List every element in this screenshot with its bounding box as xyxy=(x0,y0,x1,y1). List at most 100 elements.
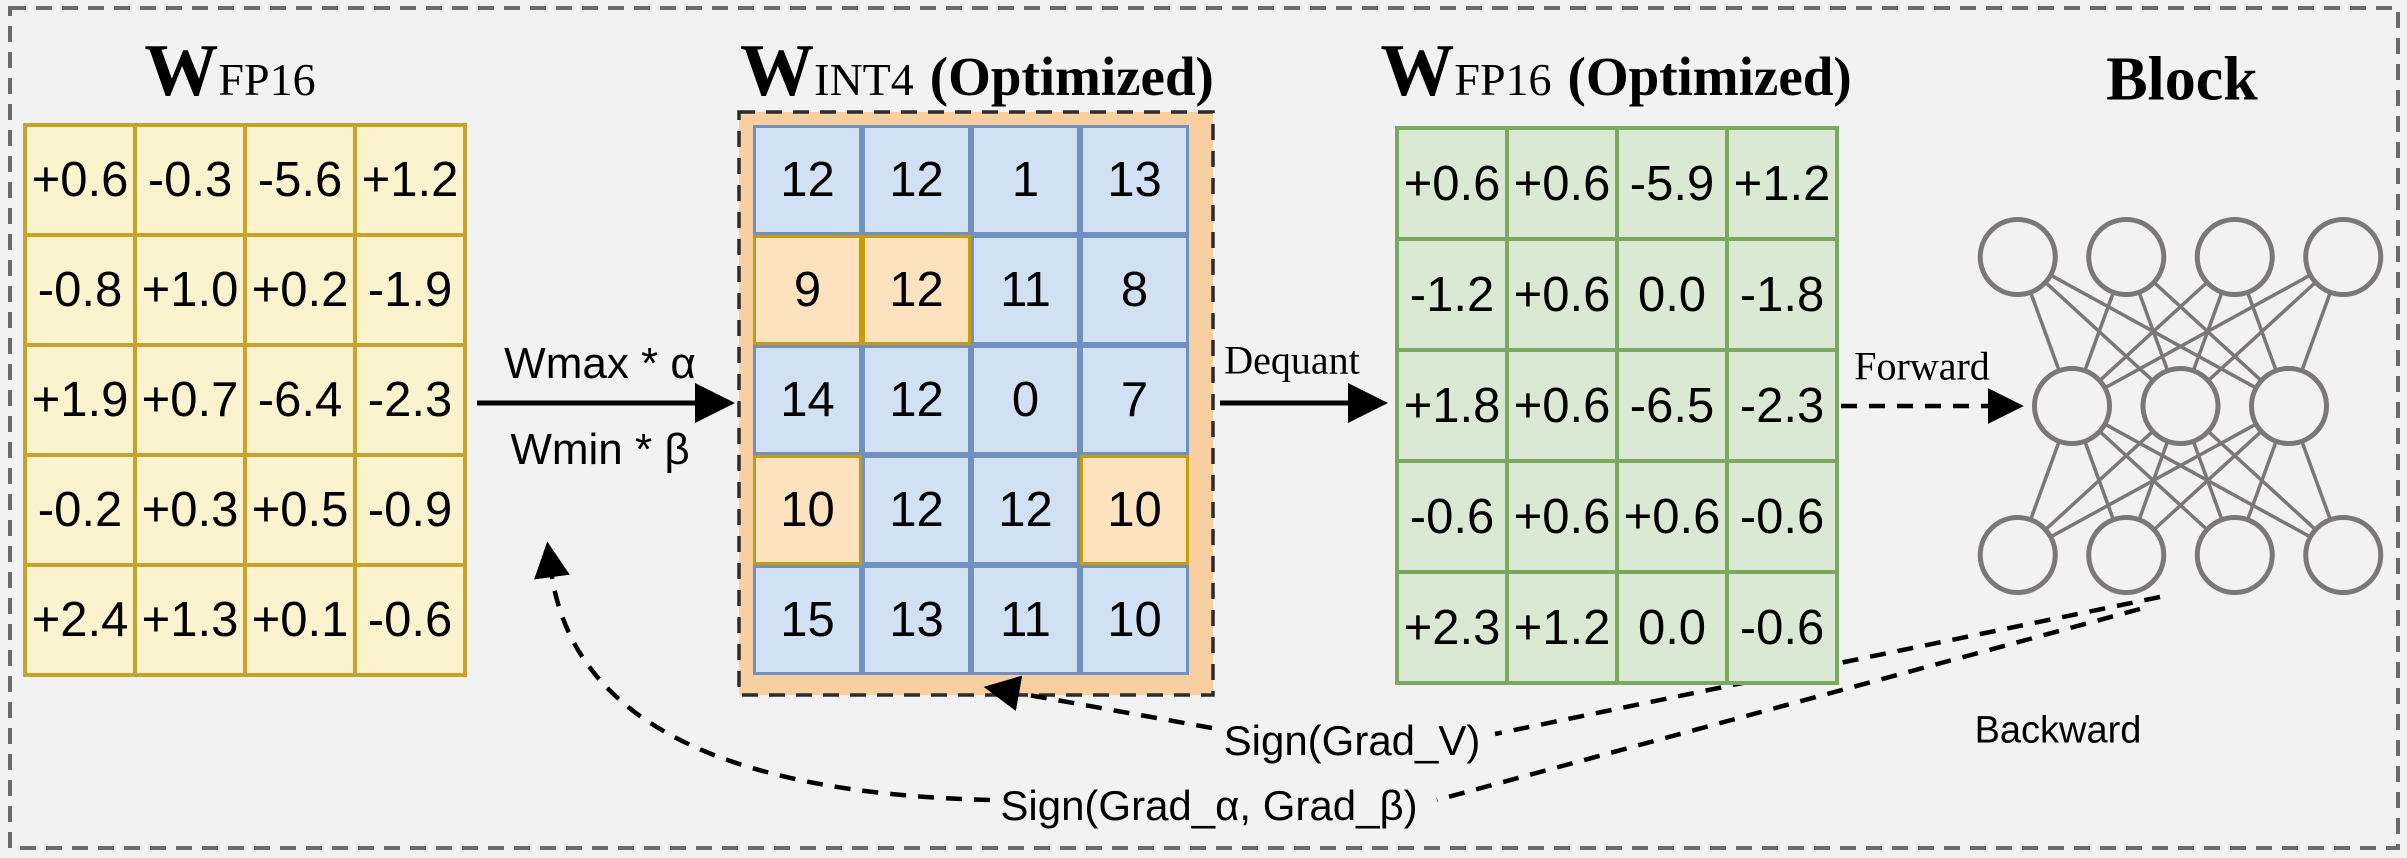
matrix-cell-fp16_opt-r2c0: +1.8 xyxy=(1397,350,1507,461)
neural-network-block xyxy=(1977,217,2384,595)
matrix-cell-fp16_opt-r3c2: +0.6 xyxy=(1617,461,1727,572)
wmax-alpha-label: Wmax * α xyxy=(504,339,696,388)
network-node-l2n2 xyxy=(2194,515,2275,595)
matrix-cell-fp16-r1c2: +0.2 xyxy=(245,235,355,345)
matrix-cell-fp16_opt-r3c3: -0.6 xyxy=(1727,461,1837,572)
matrix-cell-fp16-r0c2: -5.6 xyxy=(245,125,355,235)
matrix-cell-int4-r3c1: 12 xyxy=(862,455,971,565)
matrix-cell-int4-r4c1: 13 xyxy=(862,565,971,675)
backward-line-gradab xyxy=(1436,606,2141,803)
title-suffix: (Optimized) xyxy=(1567,46,1852,107)
gradab-arrow xyxy=(534,541,991,803)
network-node-l2n1 xyxy=(2086,515,2167,595)
block-title: Block xyxy=(2106,45,2258,114)
matrix-cell-fp16_opt-r0c1: +0.6 xyxy=(1507,128,1617,239)
matrix-cell-fp16_opt-r4c1: +1.2 xyxy=(1507,572,1617,683)
matrix-cell-fp16_opt-r0c3: +1.2 xyxy=(1727,128,1837,239)
matrix-cell-fp16_opt-r2c1: +0.6 xyxy=(1507,350,1617,461)
matrix-cell-fp16-r0c1: -0.3 xyxy=(135,125,245,235)
gradv-arrow xyxy=(983,675,1213,731)
matrix-cell-fp16_opt-r2c3: -2.3 xyxy=(1727,350,1837,461)
matrix-cell-fp16-r4c3: -0.6 xyxy=(355,565,465,675)
forward-label: Forward xyxy=(1854,343,1990,389)
matrix-cell-fp16-r4c0: +2.4 xyxy=(25,565,135,675)
matrix-cell-fp16-r0c3: +1.2 xyxy=(355,125,465,235)
matrix-cell-fp16_opt-r0c0: +0.6 xyxy=(1397,128,1507,239)
backward-label: Backward xyxy=(1974,709,2142,752)
matrix-cell-fp16-r1c0: -0.8 xyxy=(25,235,135,345)
matrix-cell-fp16_opt-r4c3: -0.6 xyxy=(1727,572,1837,683)
matrix-cell-fp16_opt-r3c0: -0.6 xyxy=(1397,461,1507,572)
matrix-cell-fp16-r3c1: +0.3 xyxy=(135,455,245,565)
network-node-l0n1 xyxy=(2086,217,2167,297)
matrix-cell-fp16_opt-r0c2: -5.9 xyxy=(1617,128,1727,239)
matrix-cell-fp16_opt-r1c0: -1.2 xyxy=(1397,239,1507,350)
matrix-cell-fp16-r3c3: -0.9 xyxy=(355,455,465,565)
matrix-cell-fp16-r4c2: +0.1 xyxy=(245,565,355,675)
matrix-cell-fp16-r2c0: +1.9 xyxy=(25,345,135,455)
matrix-cell-fp16-r2c3: -2.3 xyxy=(355,345,465,455)
title-suffix: (Optimized) xyxy=(929,46,1214,107)
matrix-cell-fp16_opt-r3c1: +0.6 xyxy=(1507,461,1617,572)
matrix-cell-int4-r3c3: 10 xyxy=(1080,455,1189,565)
wmin-beta-label: Wmin * β xyxy=(510,425,690,474)
dequant-label: Dequant xyxy=(1224,337,1360,383)
network-node-l2n3 xyxy=(2303,515,2384,595)
matrix-cell-int4-r1c2: 11 xyxy=(971,235,1080,345)
title-main: W xyxy=(1380,30,1455,112)
matrix-cell-int4-r4c2: 11 xyxy=(971,565,1080,675)
matrix-cell-int4-r1c0: 9 xyxy=(753,235,862,345)
matrix-cell-int4-r2c3: 7 xyxy=(1080,345,1189,455)
title-subscript: FP16 xyxy=(1454,54,1552,105)
fp16-weight-matrix: +0.6-0.3-5.6+1.2 -0.8+1.0+0.2-1.9 +1.9+0.7… xyxy=(23,123,467,677)
sign-grad-v-label: Sign(Grad_V) xyxy=(1223,717,1481,764)
network-node-l0n2 xyxy=(2194,217,2275,297)
matrix-cell-int4-r0c0: 12 xyxy=(753,125,862,235)
matrix-cell-fp16-r0c0: +0.6 xyxy=(25,125,135,235)
matrix-cell-int4-r2c2: 0 xyxy=(971,345,1080,455)
matrix-cell-int4-r1c1: 12 xyxy=(862,235,971,345)
matrix-cell-int4-r2c0: 14 xyxy=(753,345,862,455)
network-node-l1n1 xyxy=(2140,366,2221,446)
matrix-cell-fp16_opt-r4c2: 0.0 xyxy=(1617,572,1727,683)
matrix-cell-fp16-r3c0: -0.2 xyxy=(25,455,135,565)
matrix-cell-int4-r0c2: 1 xyxy=(971,125,1080,235)
matrix-cell-fp16_opt-r1c3: -1.8 xyxy=(1727,239,1837,350)
matrix-cell-int4-r0c1: 12 xyxy=(862,125,971,235)
network-node-l1n2 xyxy=(2249,366,2329,446)
network-edge xyxy=(2071,255,2345,408)
network-node-l1n0 xyxy=(2032,366,2112,446)
matrix-cell-int4-r2c1: 12 xyxy=(862,345,971,455)
outer-dashed-frame xyxy=(8,6,2400,850)
network-node-l2n0 xyxy=(1977,515,2058,595)
matrix-cell-fp16_opt-r1c2: 0.0 xyxy=(1617,239,1727,350)
title-subscript: FP16 xyxy=(218,54,316,105)
matrix-cell-fp16-r4c1: +1.3 xyxy=(135,565,245,675)
matrix-cell-int4-r0c3: 13 xyxy=(1080,125,1189,235)
network-node-l0n0 xyxy=(1977,217,2058,297)
title-main: W xyxy=(740,30,815,112)
matrix-cell-int4-r1c3: 8 xyxy=(1080,235,1189,345)
matrix-cell-fp16_opt-r2c2: -6.5 xyxy=(1617,350,1727,461)
sign-grad-alpha-beta-label: Sign(Grad_α, Grad_β) xyxy=(1000,782,1418,829)
matrix-cell-fp16-r2c1: +0.7 xyxy=(135,345,245,455)
matrix-cell-int4-r4c0: 15 xyxy=(753,565,862,675)
matrix-cell-int4-r3c0: 10 xyxy=(753,455,862,565)
title-main: W xyxy=(144,30,219,112)
matrix-cell-fp16-r3c2: +0.5 xyxy=(245,455,355,565)
matrix-cell-fp16_opt-r1c1: +0.6 xyxy=(1507,239,1617,350)
matrix-cell-fp16-r2c2: -6.4 xyxy=(245,345,355,455)
matrix-cell-fp16-r1c3: -1.9 xyxy=(355,235,465,345)
network-node-l0n3 xyxy=(2303,217,2384,297)
matrix-cell-int4-r3c2: 12 xyxy=(971,455,1080,565)
network-edge xyxy=(2016,404,2290,557)
matrix-cell-fp16-r1c1: +1.0 xyxy=(135,235,245,345)
title-subscript: INT4 xyxy=(814,54,914,105)
matrix-cell-fp16_opt-r4c0: +2.3 xyxy=(1397,572,1507,683)
